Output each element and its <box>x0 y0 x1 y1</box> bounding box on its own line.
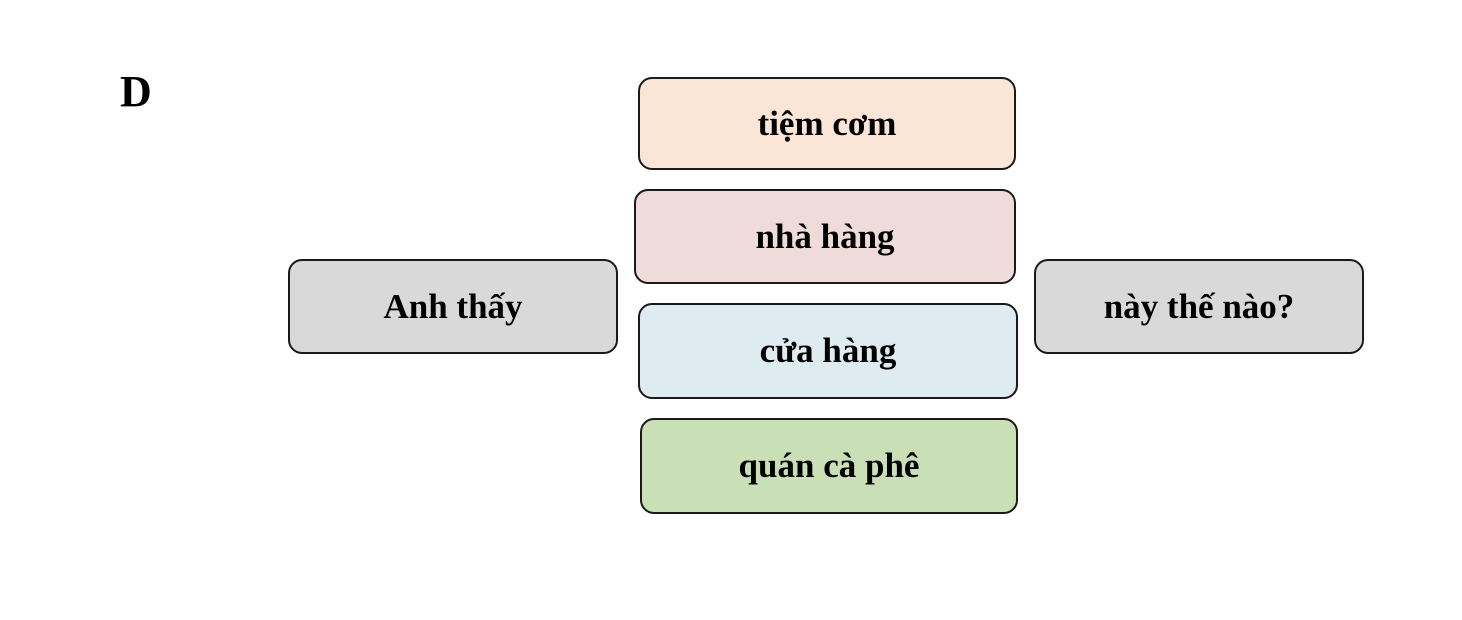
section-label: D <box>120 67 152 116</box>
option-box-cua-hang[interactable]: cửa hàng <box>638 303 1018 399</box>
option-box-nha-hang[interactable]: nhà hàng <box>634 189 1016 284</box>
sentence-end-box: này thế nào? <box>1034 259 1364 354</box>
sentence-start-box: Anh thấy <box>288 259 618 354</box>
option-box-quan-ca-phe[interactable]: quán cà phê <box>640 418 1018 514</box>
option-box-tiem-com[interactable]: tiệm cơm <box>638 77 1016 170</box>
